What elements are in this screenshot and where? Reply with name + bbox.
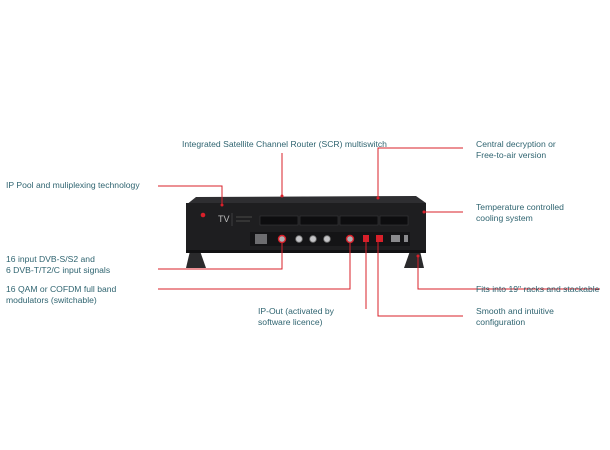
ip-out-socket (363, 235, 369, 242)
module-slot-4 (379, 215, 409, 226)
callout-temperature: Temperature controlled cooling system (476, 202, 564, 224)
leader-qam (158, 242, 351, 290)
leader-smooth (377, 242, 463, 317)
callout-ip-out-line-1: IP-Out (activated by (258, 306, 334, 316)
device-right-foot (404, 251, 424, 268)
leader-dot-temperature (422, 210, 426, 214)
callout-input: 16 input DVB-S/S2 and 6 DVB-T/T2/C input… (6, 254, 110, 276)
callout-racks: Fits into 19" racks and stackable (476, 284, 599, 295)
callout-smooth: Smooth and intuitive configuration (476, 306, 554, 328)
rf-input-block (255, 234, 267, 244)
callout-qam-line-1: 16 QAM or COFDM full band (6, 284, 117, 294)
device-front-text: TV (218, 214, 230, 224)
callout-central: Central decryption or Free-to-air versio… (476, 139, 556, 161)
callout-central-line-1: Central decryption or (476, 139, 556, 149)
triax-logo-icon (200, 212, 206, 218)
config-socket (376, 235, 383, 242)
leader-dot-scr (280, 194, 284, 198)
callout-scr: Integrated Satellite Channel Router (SCR… (182, 139, 387, 150)
leader-dot-central (376, 196, 380, 200)
device-top-plate (186, 196, 426, 205)
callout-qam-line-2: modulators (switchable) (6, 295, 97, 305)
leader-ip-pool (158, 185, 223, 205)
leader-input (158, 242, 283, 270)
callout-ip-out-line-2: software licence) (258, 317, 323, 327)
leader-racks (417, 256, 600, 290)
callout-ip-pool: IP Pool and muliplexing technology (6, 180, 140, 191)
leader-dot-racks (416, 254, 420, 258)
callout-racks-line-1: Fits into 19" racks and stackable (476, 284, 600, 294)
callout-input-line-2: 6 DVB-T/T2/C input signals (6, 265, 111, 275)
callout-smooth-line-1: Smooth and intuitive (476, 306, 554, 316)
leader-dot-ip-pool (220, 203, 224, 207)
ethernet-port (391, 235, 400, 242)
module-slot-3 (339, 215, 379, 226)
module-slot-2 (299, 215, 339, 226)
module-slot-1 (259, 215, 299, 226)
coax-port-4 (323, 235, 331, 243)
callout-temperature-line-1: Temperature controlled (476, 202, 564, 212)
leader-central (377, 147, 463, 198)
callout-ip-pool-line-1: IP Pool and muliplexing technology (6, 180, 140, 190)
coax-port-2 (295, 235, 303, 243)
callout-temperature-line-2: cooling system (476, 213, 533, 223)
callout-qam: 16 QAM or COFDM full band modulators (sw… (6, 284, 116, 306)
device-left-foot (186, 251, 206, 268)
usb-port (404, 235, 408, 242)
callout-input-line-1: 16 input DVB-S/S2 and (6, 254, 95, 264)
callout-smooth-line-2: configuration (476, 317, 526, 327)
coax-port-red-5 (345, 234, 355, 244)
device-bottom-edge (186, 250, 426, 253)
callout-ip-out: IP-Out (activated by software licence) (258, 306, 334, 328)
callout-central-line-2: Free-to-air version (476, 150, 547, 160)
callout-scr-line-1: Integrated Satellite Channel Router (SCR… (182, 139, 387, 149)
coax-port-red-1 (277, 234, 287, 244)
coax-port-3 (309, 235, 317, 243)
